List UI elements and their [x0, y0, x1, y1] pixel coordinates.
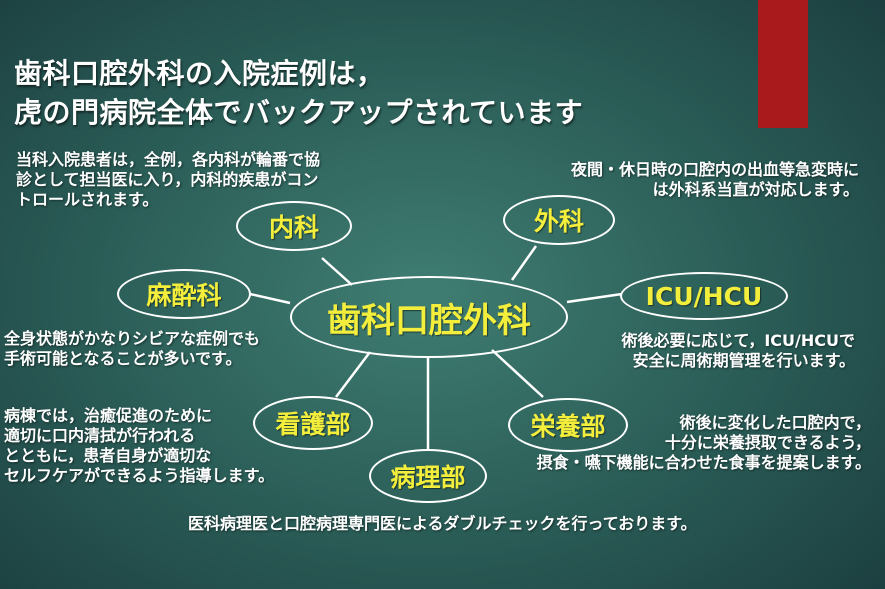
node-center: 歯科口腔外科	[290, 276, 568, 358]
note-geka-line: 夜間・休日時の口腔内の出血等急変時に	[570, 160, 859, 179]
node-byori: 病理部	[369, 449, 487, 503]
node-geka: 外科	[503, 195, 615, 245]
note-icu-hcu-line: 術後必要に応じて，ICU/HCUで	[621, 331, 855, 350]
connector-kango	[335, 351, 371, 398]
note-eiyo: 術後に変化した口腔内で， 十分に栄養摂取できるよう， 摂食・嚥下機能に合わせた食…	[537, 413, 871, 473]
connector-naika	[321, 257, 353, 286]
node-masuika: 麻酔科	[117, 269, 251, 319]
node-kango: 看護部	[253, 396, 373, 450]
note-kango-line: 病棟では，治癒促進のために	[4, 406, 213, 425]
title-line-2: 虎の門病院全体でバックアップされています	[14, 96, 584, 129]
note-eiyo-line: 十分に栄養摂取できるよう，	[664, 433, 871, 452]
note-geka: 夜間・休日時の口腔内の出血等急変時に は外科系当直が対応します。	[571, 160, 859, 200]
note-kango-line: とともに，患者自身が適切な	[4, 446, 212, 465]
note-eiyo-line: 術後に変化した口腔内で，	[679, 413, 871, 432]
accent-bar	[758, 0, 808, 128]
note-naika-line: トロールされます。	[16, 190, 159, 209]
connector-eiyo	[491, 349, 544, 398]
note-masuika: 全身状態がかなりシビアな症例でも 手術可能となることが多いです。	[4, 329, 260, 369]
note-byori: 医科病理医と口腔病理専門医によるダブルチェックを行っております。	[188, 514, 697, 534]
note-masuika-line: 手術可能となることが多いです。	[4, 349, 242, 368]
note-icu-hcu-line: 安全に周術期管理を行います。	[632, 351, 855, 370]
note-naika: 当科入院患者は，全例，各内科が輪番で協 診として担当医に入り，内科的疾患がコン …	[16, 150, 320, 210]
node-naika: 内科	[236, 201, 352, 251]
connector-masuika	[249, 292, 291, 305]
note-kango: 病棟では，治癒促進のために 適切に口内清拭が行われる とともに，患者自身が適切な…	[4, 406, 274, 486]
note-kango-line: セルフケアができるよう指導します。	[4, 466, 275, 485]
connector-icu	[566, 292, 623, 304]
note-eiyo-line: 摂食・嚥下機能に合わせた食事を提案します。	[536, 453, 871, 472]
note-naika-line: 当科入院患者は，全例，各内科が輪番で協	[16, 150, 321, 169]
node-eiyo: 栄養部	[508, 398, 628, 452]
title-line-1: 歯科口腔外科の入院症例は，	[14, 57, 385, 90]
note-naika-line: 診として担当医に入り，内科的疾患がコン	[16, 170, 319, 189]
note-icu-hcu: 術後必要に応じて，ICU/HCUで 安全に周術期管理を行います。	[621, 331, 855, 371]
note-masuika-line: 全身状態がかなりシビアな症例でも	[4, 329, 261, 348]
node-icu-hcu: ICU/HCU	[620, 272, 788, 320]
note-geka-line: は外科系当直が対応します。	[652, 180, 859, 199]
connector-geka	[510, 245, 538, 281]
note-byori-line: 医科病理医と口腔病理専門医によるダブルチェックを行っております。	[188, 514, 697, 533]
note-kango-line: 適切に口内清拭が行われる	[4, 426, 196, 445]
